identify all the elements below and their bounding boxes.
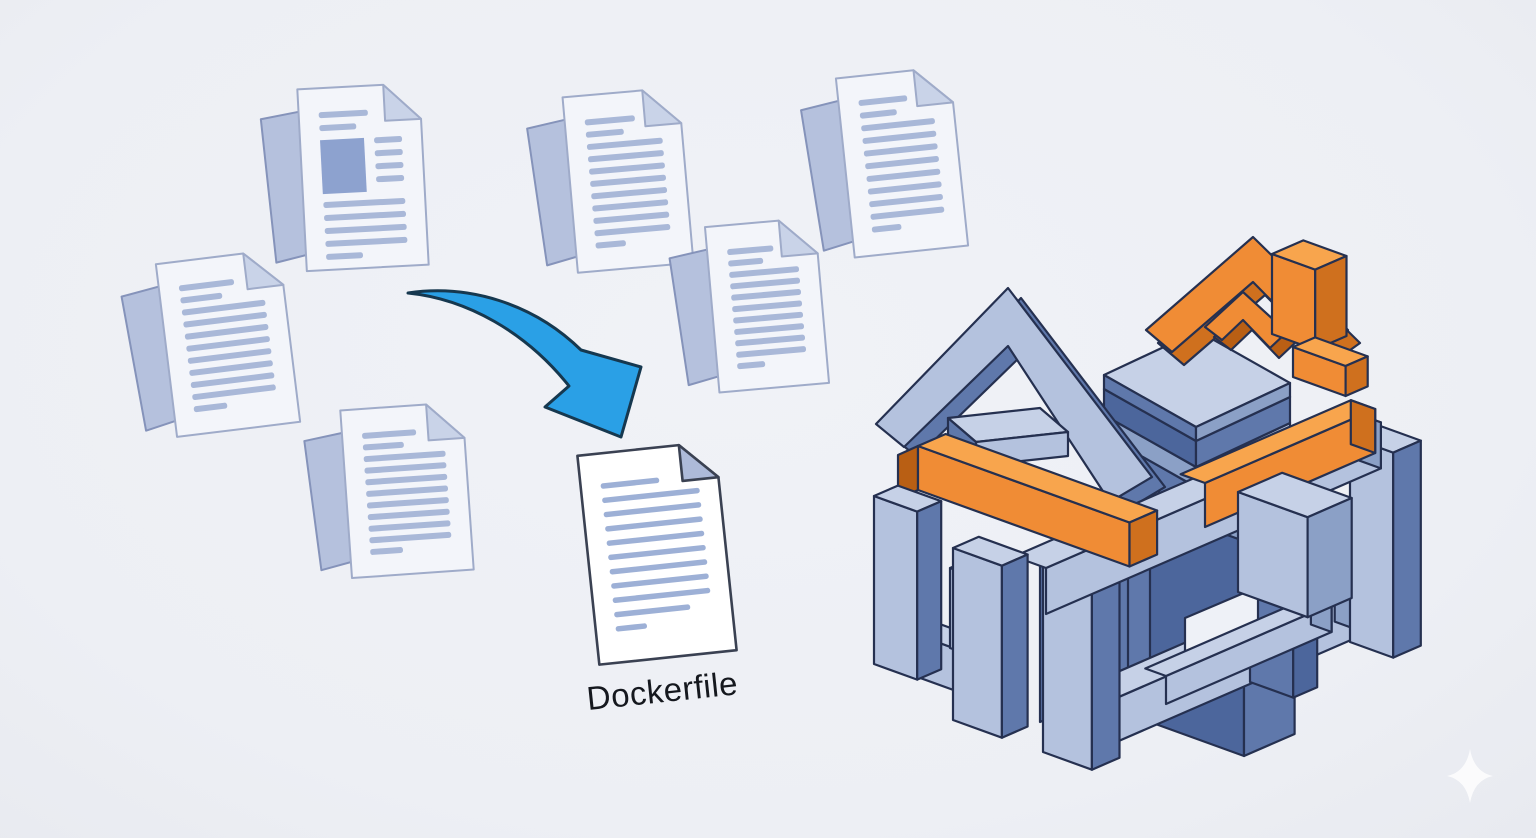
sparkle-icon (1447, 749, 1493, 803)
curved-arrow-icon (406, 289, 643, 439)
document-icon (259, 83, 430, 273)
document-icon (303, 403, 475, 580)
building-blocks-structure (872, 235, 1422, 771)
dockerfile-label: Dockerfile (585, 664, 740, 717)
document-icon (668, 219, 831, 394)
document-icon (120, 252, 302, 438)
dockerfile-document-icon: Dockerfile (576, 443, 740, 717)
document-icon (800, 69, 970, 259)
dockerfile-page (576, 443, 738, 666)
document-icon (526, 89, 695, 274)
source-documents (120, 69, 970, 580)
